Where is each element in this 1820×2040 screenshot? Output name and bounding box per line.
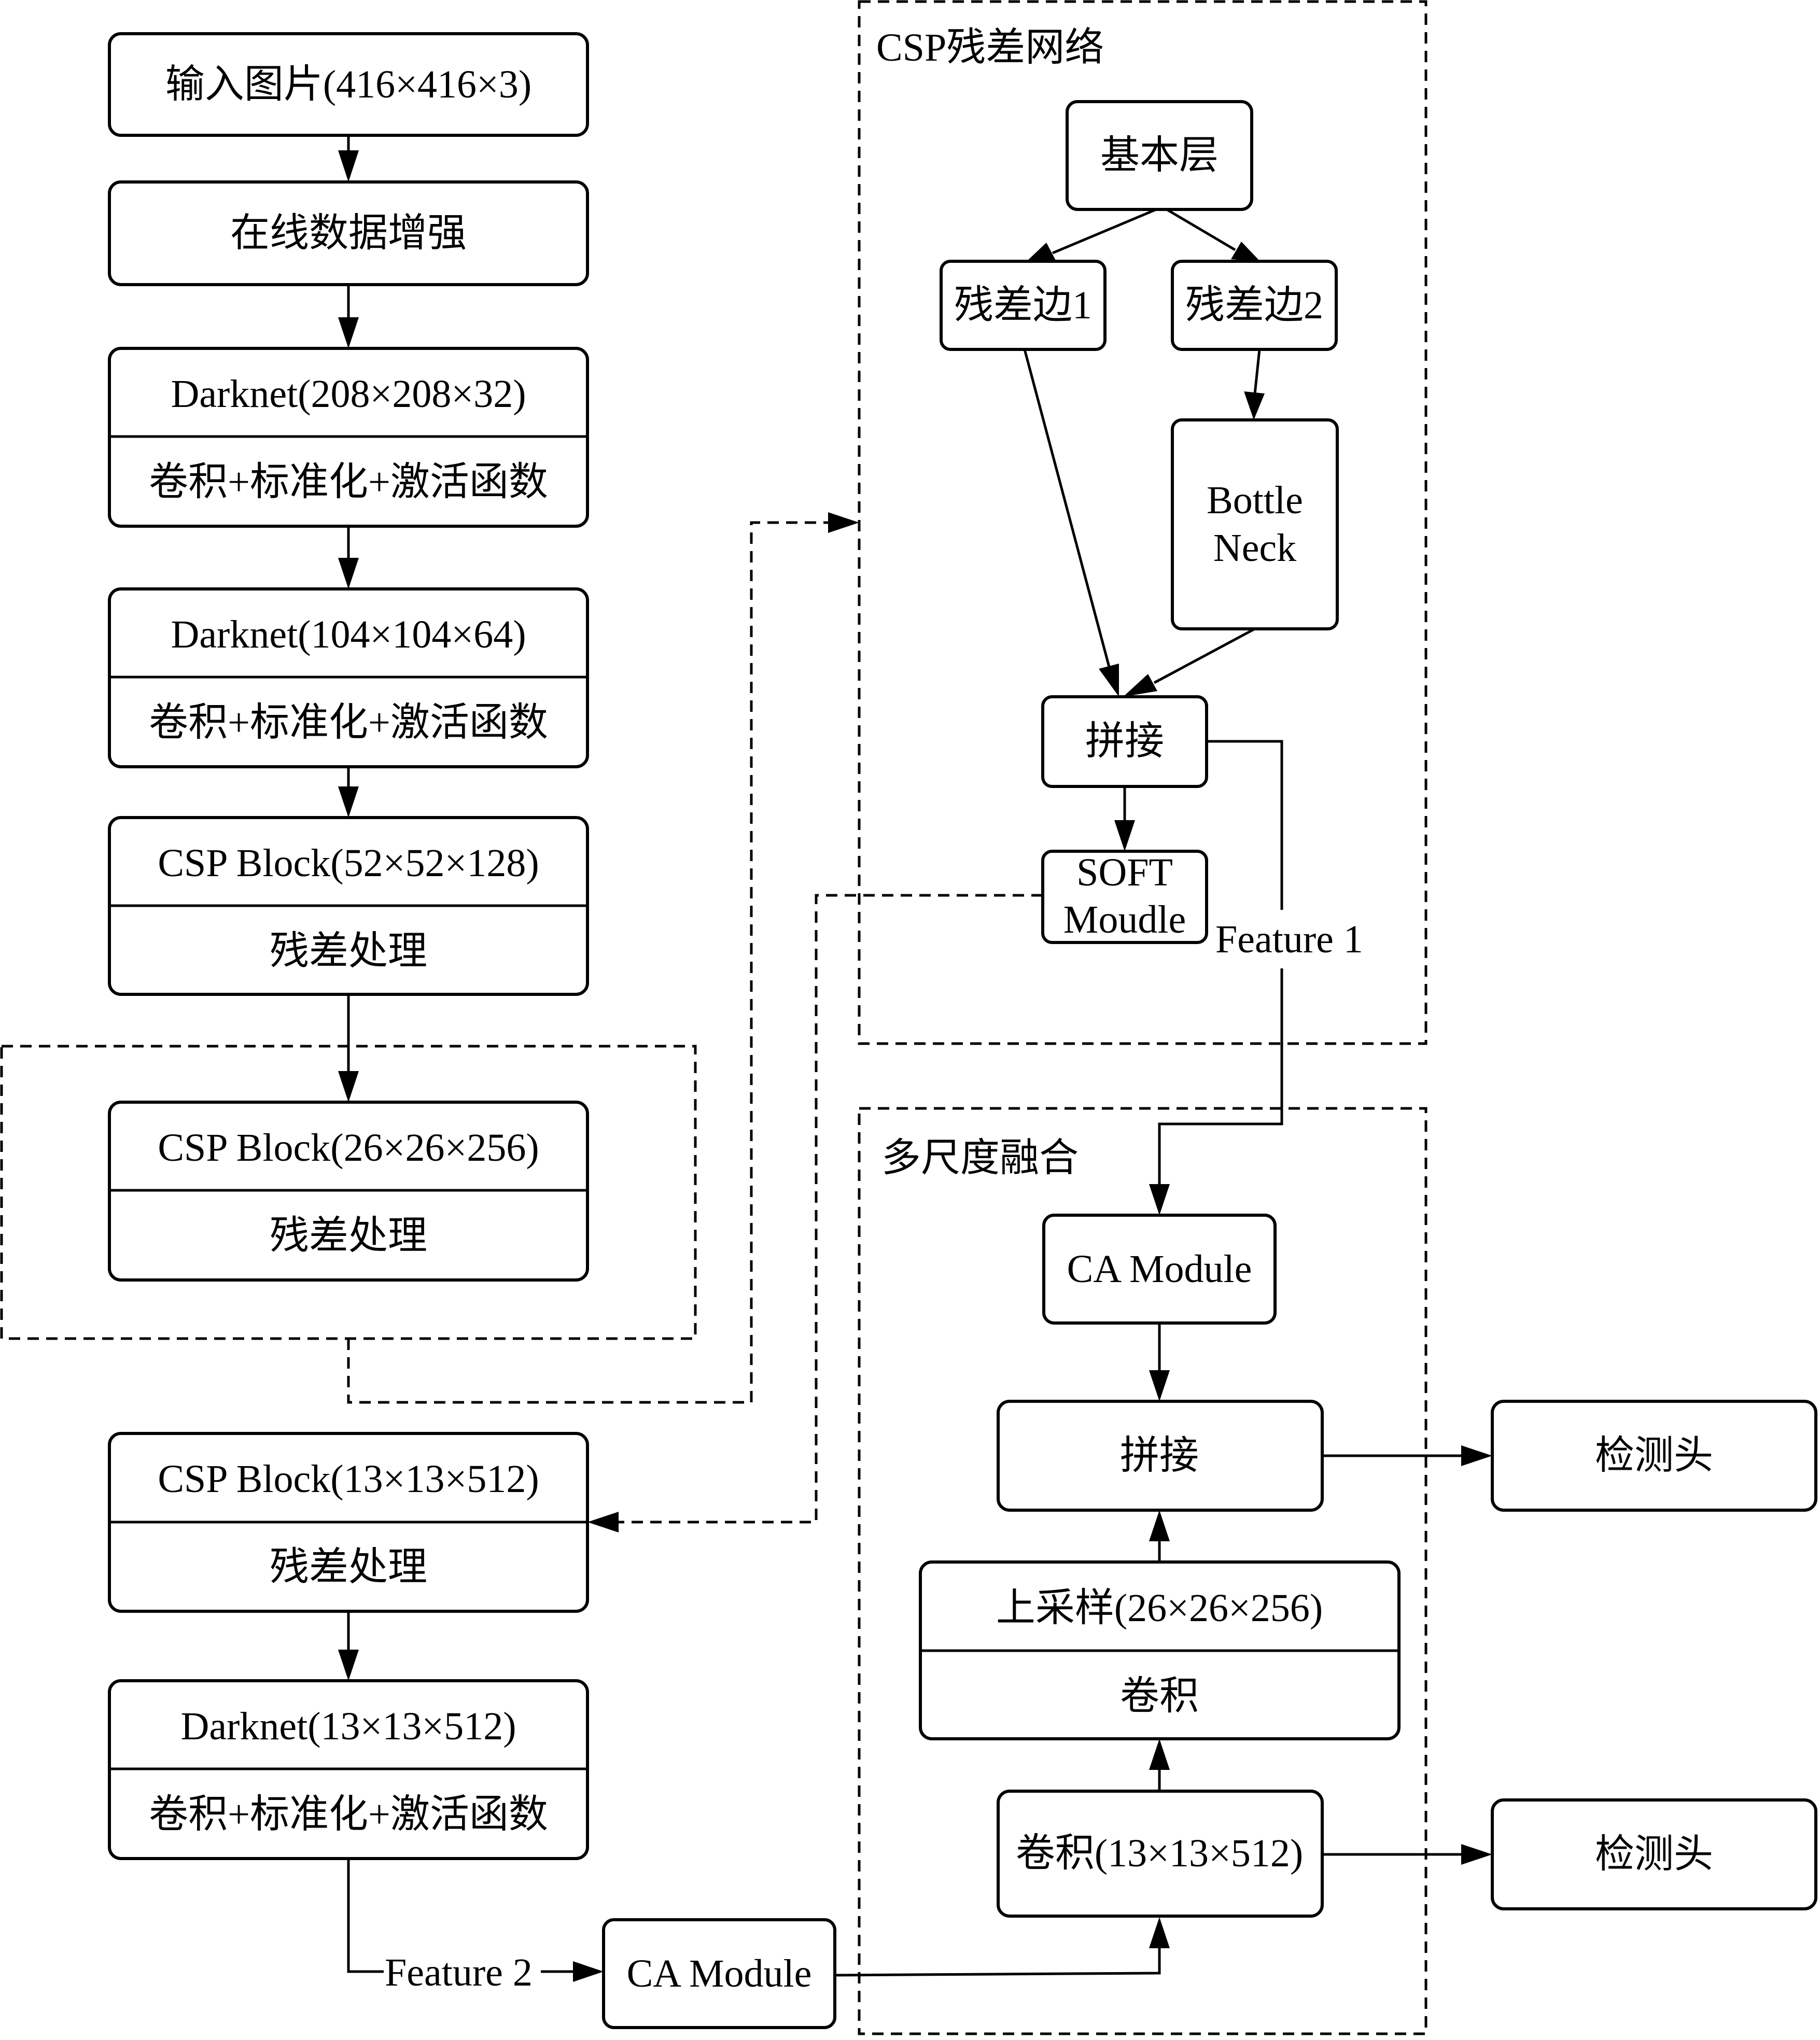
arrow-head xyxy=(338,317,359,348)
detection-head-1-box: 检测头 xyxy=(1491,1400,1817,1512)
soft-module-label-line2: Moudle xyxy=(1063,898,1186,941)
csp-block-13-title: CSP Block(13×13×512) xyxy=(158,1457,539,1501)
ca-to-conv-connector xyxy=(834,1917,1170,1977)
csp-block-13-sub: 残差处理 xyxy=(270,1545,427,1589)
residual-edge-1-label: 残差边1 xyxy=(954,284,1092,327)
upsample-sub: 卷积 xyxy=(1120,1675,1199,1718)
bottleneck-box: Bottle Neck xyxy=(1171,418,1339,630)
augment-box: 在线数据增强 xyxy=(108,180,589,286)
csp-block-52-title: CSP Block(52×52×128) xyxy=(158,841,539,885)
residual-edge-2-label: 残差边2 xyxy=(1185,284,1323,327)
arrow-head xyxy=(1149,1739,1170,1770)
arrow-head xyxy=(828,512,859,533)
arrow-head xyxy=(338,150,359,182)
input-box: 输入图片(416×416×3) xyxy=(108,32,589,137)
ca-module-fusion-label: CA Module xyxy=(1067,1247,1252,1291)
arrow-head xyxy=(1099,664,1119,697)
arrow-head xyxy=(1114,820,1135,851)
csp-concat-label: 拼接 xyxy=(1085,720,1164,763)
arrow-head xyxy=(338,1071,359,1102)
arrow-head xyxy=(1461,1445,1492,1466)
fusion-concat-label: 拼接 xyxy=(1120,1434,1199,1478)
csp-network-arrows xyxy=(1023,208,1265,851)
arrow-head xyxy=(338,558,359,589)
arrow-head xyxy=(1461,1844,1492,1865)
ca-module-left-label: CA Module xyxy=(627,1952,812,1995)
darknet-104-title: Darknet(104×104×64) xyxy=(171,613,526,656)
bottleneck-label-line1: Bottle xyxy=(1207,479,1303,522)
feature2-connector: Feature 2 xyxy=(347,1859,604,1994)
darknet-104-box: Darknet(104×104×64) 卷积+标准化+激活函数 xyxy=(108,587,589,768)
upsample-box: 上采样(26×26×256) 卷积 xyxy=(919,1560,1401,1740)
base-layer-box: 基本层 xyxy=(1066,100,1253,211)
fusion-arrows xyxy=(1149,1323,1492,1865)
fusion-concat-box: 拼接 xyxy=(997,1400,1324,1512)
ca-module-fusion-box: CA Module xyxy=(1042,1214,1277,1325)
backbone-arrows xyxy=(338,135,359,1681)
input-label: 输入图片(416×416×3) xyxy=(165,63,531,106)
soft-module-label-line1: SOFT xyxy=(1076,851,1173,894)
arrow-head xyxy=(338,1650,359,1681)
residual-edge-1-box: 残差边1 xyxy=(940,260,1107,351)
arrow-head xyxy=(1149,1184,1170,1215)
csp-block-26-sub: 残差处理 xyxy=(270,1214,427,1258)
darknet-208-title: Darknet(208×208×32) xyxy=(171,372,526,416)
arrow-head xyxy=(573,1961,604,1982)
arrow-head xyxy=(1027,243,1056,261)
darknet-208-sub: 卷积+标准化+激活函数 xyxy=(149,460,548,504)
soft-module-box: SOFT Moudle xyxy=(1041,850,1208,944)
ca-module-left-box: CA Module xyxy=(602,1918,836,2029)
arrow-head xyxy=(1244,391,1265,420)
csp-block-26-box: CSP Block(26×26×256) 残差处理 xyxy=(108,1101,589,1282)
fusion-title: 多尺度融合 xyxy=(881,1136,1079,1180)
arrow-head xyxy=(587,1512,619,1532)
upsample-title: 上采样(26×26×256) xyxy=(996,1586,1323,1630)
feature1-connector: Feature 1 xyxy=(1149,740,1363,1215)
arrow-head xyxy=(338,786,359,818)
conv-13-label: 卷积(13×13×512) xyxy=(1016,1832,1303,1875)
darknet-104-sub: 卷积+标准化+激活函数 xyxy=(149,701,548,744)
bottleneck-label-line2: Neck xyxy=(1213,526,1296,570)
csp-block-52-box: CSP Block(52×52×128) 残差处理 xyxy=(108,816,589,996)
detection-head-2-label: 检测头 xyxy=(1595,1833,1713,1876)
darknet-13-box: Darknet(13×13×512) 卷积+标准化+激活函数 xyxy=(108,1679,589,1860)
arrow-head xyxy=(1149,1917,1170,1948)
csp-block-52-sub: 残差处理 xyxy=(270,930,427,973)
darknet-13-sub: 卷积+标准化+激活函数 xyxy=(149,1793,548,1836)
base-layer-label: 基本层 xyxy=(1100,134,1219,177)
csp-block-26-title: CSP Block(26×26×256) xyxy=(158,1126,539,1170)
arrow-head xyxy=(1149,1510,1170,1541)
feature1-label: Feature 1 xyxy=(1215,918,1363,961)
dashed-route-to-csp-network xyxy=(347,512,859,1404)
feature2-label: Feature 2 xyxy=(385,1951,533,1994)
residual-edge-2-box: 残差边2 xyxy=(1171,260,1338,351)
fusion-frame xyxy=(858,1107,1427,2035)
detection-head-1-label: 检测头 xyxy=(1595,1434,1713,1478)
arrow-head xyxy=(1231,242,1260,261)
csp-concat-box: 拼接 xyxy=(1041,695,1208,788)
dashed-route-soft-to-csp13 xyxy=(587,894,1043,1532)
conv-13-box: 卷积(13×13×512) xyxy=(997,1790,1324,1918)
arrow-head xyxy=(1123,674,1157,697)
augment-label: 在线数据增强 xyxy=(230,212,467,255)
csp-block-13-box: CSP Block(13×13×512) 残差处理 xyxy=(108,1432,589,1613)
arrow-head xyxy=(1149,1370,1170,1401)
darknet-13-title: Darknet(13×13×512) xyxy=(180,1705,516,1748)
darknet-208-box: Darknet(208×208×32) 卷积+标准化+激活函数 xyxy=(108,347,589,528)
csp-network-title: CSP残差网络 xyxy=(876,26,1104,69)
detection-head-2-box: 检测头 xyxy=(1491,1798,1817,1910)
